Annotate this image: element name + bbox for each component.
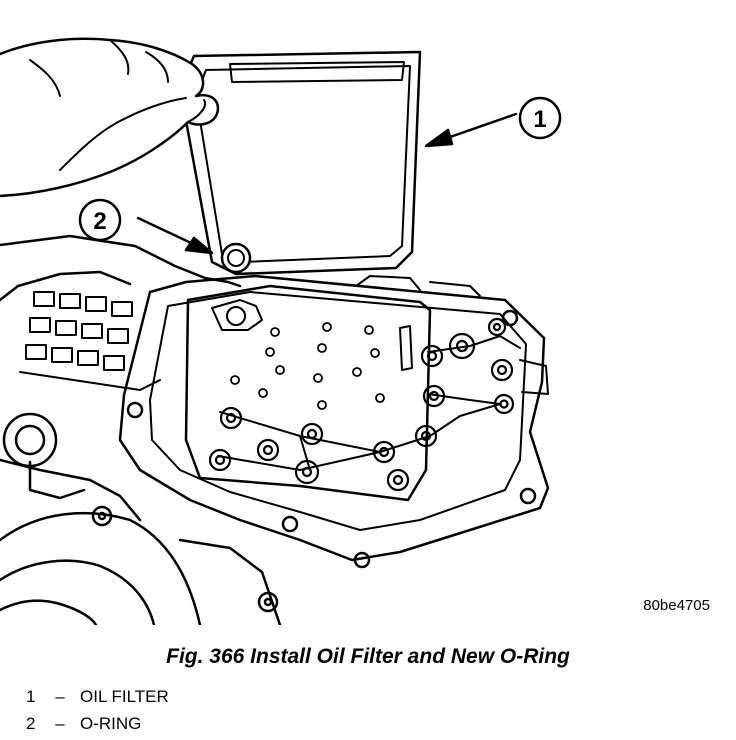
- flange-bolt: [126, 401, 144, 419]
- transmission-illustration: 1 2: [0, 37, 562, 625]
- legend-dash: –: [55, 714, 65, 733]
- legend-label: OIL FILTER: [80, 687, 169, 706]
- oil-pan-flange: [118, 274, 550, 562]
- legend-number: 1: [26, 687, 36, 706]
- callout-1-number: 1: [533, 106, 546, 133]
- flange-bolt: [501, 309, 519, 327]
- case-rib-grid: [19, 291, 161, 391]
- oil-filter: [178, 50, 422, 276]
- legend-item: 2–O-RING: [26, 710, 169, 737]
- valve-body-large-bolts: [208, 317, 515, 492]
- callout-2-number: 2: [93, 208, 106, 235]
- legend: 1–OIL FILTER 2–O-RING: [26, 683, 169, 737]
- valve-body-bolts: [230, 322, 385, 410]
- side-fittings: [355, 275, 549, 395]
- legend-item: 1–OIL FILTER: [26, 683, 169, 710]
- legend-dash: –: [55, 687, 65, 706]
- flange-bolt: [353, 551, 371, 569]
- hand: [0, 37, 220, 198]
- case-bolt: [263, 597, 273, 607]
- figure-caption: Fig. 366 Install Oil Filter and New O-Ri…: [166, 645, 570, 668]
- flange-bolt: [281, 515, 299, 533]
- case-bolt: [97, 511, 107, 521]
- case-bolt: [257, 591, 279, 613]
- legend-label: O-RING: [80, 714, 142, 733]
- case-bolt: [91, 505, 113, 527]
- callout-1: [424, 96, 562, 148]
- legend-number: 2: [26, 714, 36, 733]
- callout-2: [78, 198, 214, 255]
- valve-body: [184, 284, 521, 502]
- image-code: 80be4705: [643, 597, 710, 614]
- filter-o-ring: [220, 242, 252, 274]
- transmission-case: [0, 234, 282, 625]
- flange-bolt: [519, 487, 537, 505]
